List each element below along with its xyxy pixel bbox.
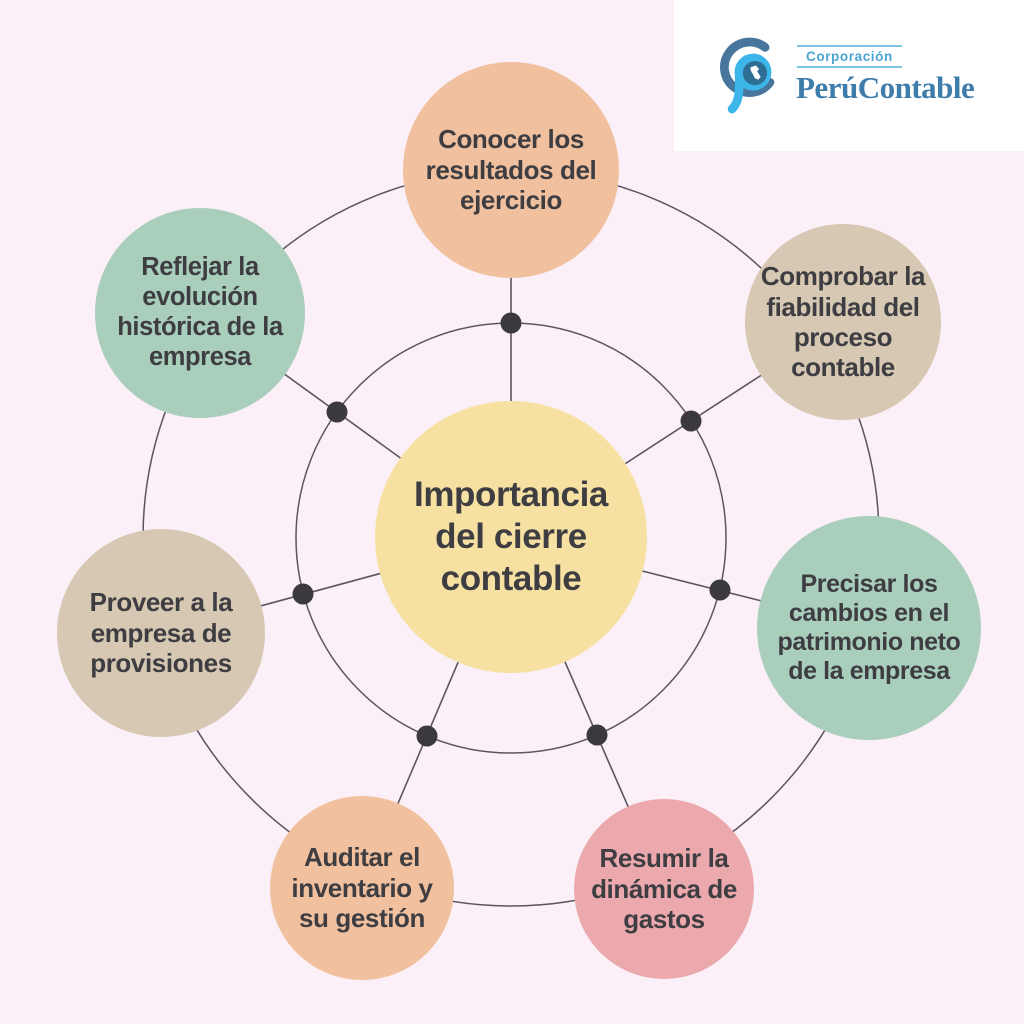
center-node-label: Importancia del cierre contable (414, 475, 608, 598)
brand-tagline: Corporación (797, 45, 902, 68)
brand-logo-text: Corporación PerúContable (796, 45, 975, 106)
junction-dot-top (500, 312, 522, 334)
node-label: Auditar el inventario y su gestión (291, 842, 433, 934)
junction-dot-top-left (326, 401, 348, 423)
junction-dot-bottom-right (586, 724, 608, 746)
node-label: Proveer a la empresa de provisiones (89, 587, 233, 679)
brand-name: PerúContable (796, 70, 975, 105)
logo-c-shape (720, 37, 775, 97)
junction-dot-bottom-left (416, 725, 438, 747)
node-label: Precisar los cambios en el patrimonio ne… (777, 569, 961, 686)
center-node-importancia: Importancia del cierre contable (375, 401, 647, 673)
node-label: Conocer los resultados del ejercicio (425, 124, 597, 216)
junction-dot-top-right (680, 410, 702, 432)
perucontable-logo-icon (720, 37, 775, 113)
junction-dot-right (709, 579, 731, 601)
node-conocer-resultados: Conocer los resultados del ejercicio (403, 62, 619, 278)
node-auditar-inventario: Auditar el inventario y su gestión (270, 796, 454, 980)
node-label: Resumir la dinámica de gastos (591, 843, 737, 935)
node-label: Reflejar la evolución histórica de la em… (117, 253, 283, 371)
peru-map-icon (750, 65, 761, 80)
junction-dot-left (292, 583, 314, 605)
node-precisar-cambios: Precisar los cambios en el patrimonio ne… (757, 516, 981, 740)
logo-p-stem (727, 66, 744, 113)
node-proveer-provisiones: Proveer a la empresa de provisiones (57, 529, 265, 737)
node-label: Comprobar la fiabilidad del proceso cont… (760, 261, 926, 383)
node-comprobar-fiabilidad: Comprobar la fiabilidad del proceso cont… (745, 224, 941, 420)
node-resumir-dinamica: Resumir la dinámica de gastos (574, 799, 754, 979)
brand-logo-box: Corporación PerúContable (674, 0, 1024, 151)
node-reflejar-evolucion: Reflejar la evolución histórica de la em… (95, 208, 305, 418)
